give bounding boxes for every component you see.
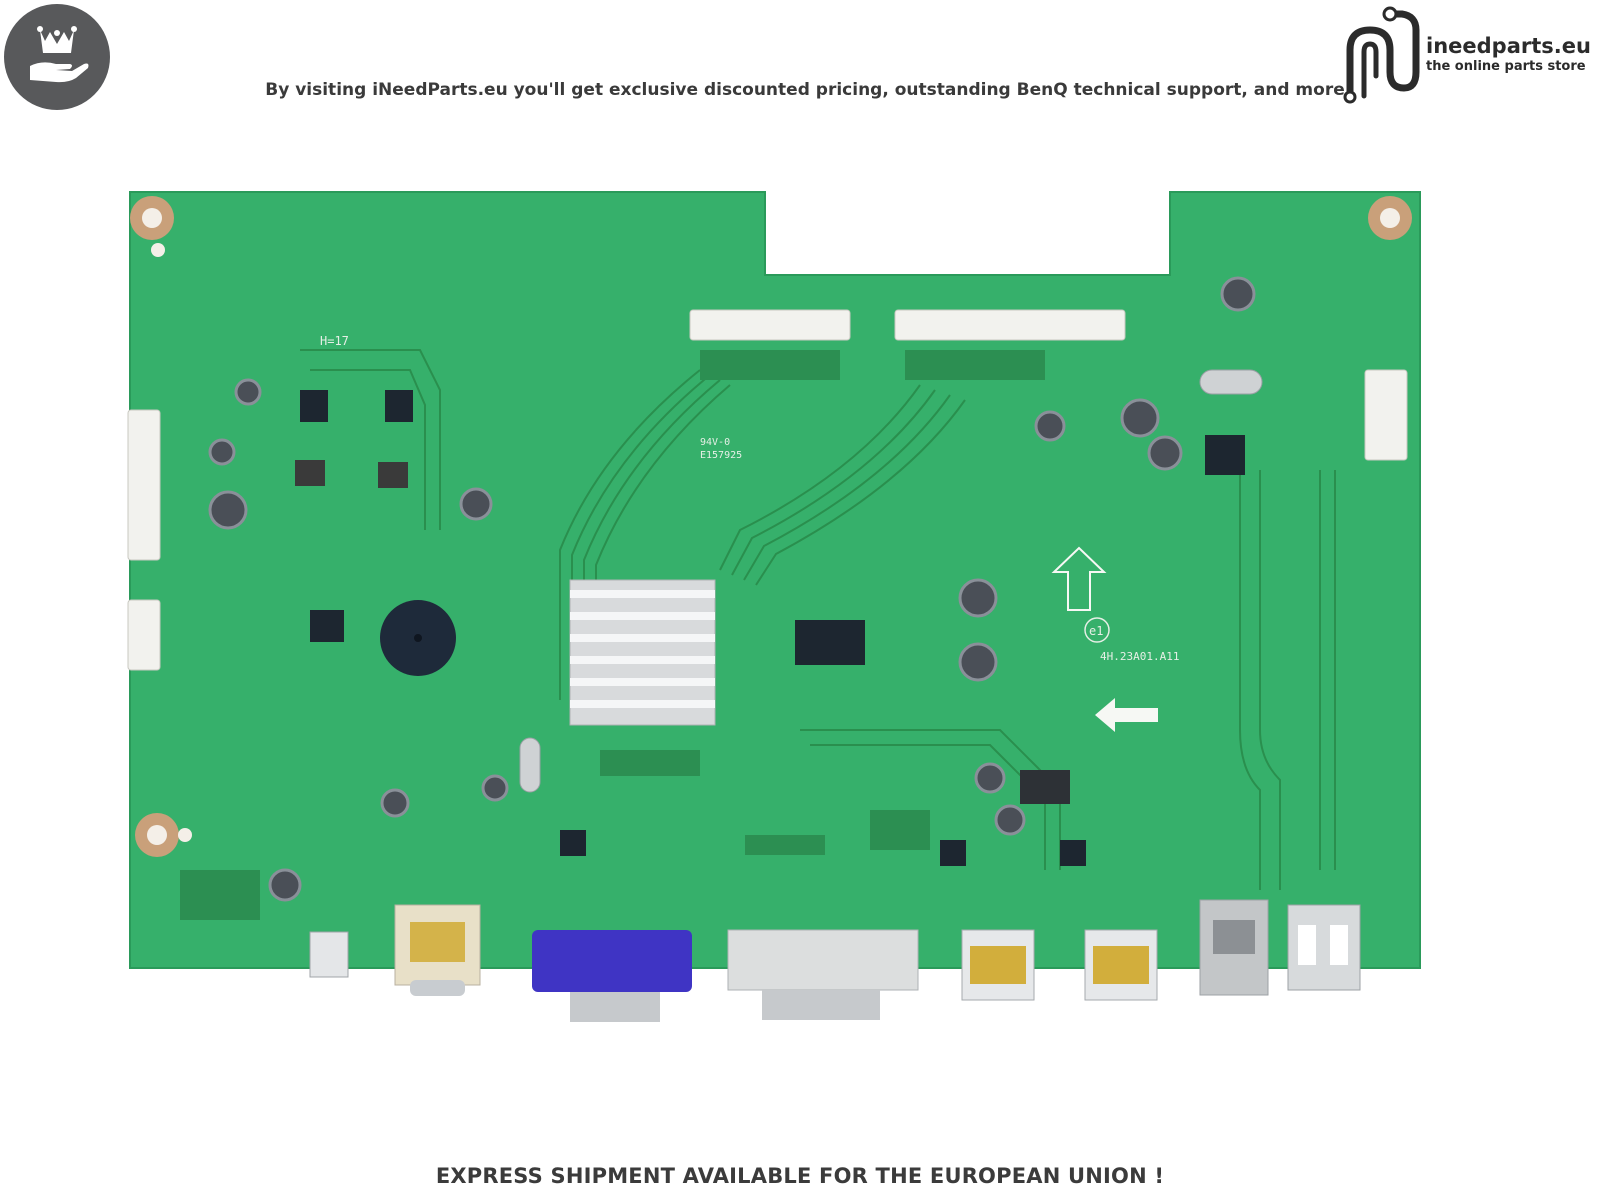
- ic-chip: [310, 610, 344, 642]
- inductor: [295, 460, 325, 486]
- mounting-holes: [130, 196, 1412, 857]
- heatsink: [569, 579, 716, 726]
- connector-left-1: [127, 409, 161, 561]
- crown-hand-badge: [4, 4, 110, 110]
- shipping-notice: EXPRESS SHIPMENT AVAILABLE FOR THE EUROP…: [435, 1164, 1165, 1188]
- ic-chip: [940, 840, 966, 866]
- ic-chip: [300, 390, 328, 422]
- circuit-n-logo-icon: [1343, 6, 1420, 104]
- connector-top-1: [689, 309, 851, 341]
- inductor: [378, 462, 408, 488]
- arrow-marking: [1051, 546, 1107, 611]
- ic-chip: [385, 390, 413, 422]
- connector-right: [1364, 369, 1408, 461]
- board-mark: E157925: [700, 450, 742, 461]
- crystal: [519, 737, 541, 793]
- ic-chip: [1060, 840, 1086, 866]
- ic-chip: [1020, 770, 1070, 804]
- logo-title: ineedparts.eu: [1426, 34, 1591, 58]
- connector-top-2: [894, 309, 1126, 341]
- io-connectors: [309, 899, 1361, 1022]
- ic-chip: [560, 830, 586, 856]
- board-mark: 4H.23A01.A11: [1100, 650, 1179, 663]
- promo-tagline: By visiting iNeedParts.eu you'll get exc…: [265, 80, 1345, 100]
- crown-hand-icon: [30, 26, 89, 83]
- trace-bundle: [300, 349, 1336, 890]
- board-mark: H=17: [320, 334, 349, 348]
- arrow-marking: [1095, 698, 1158, 732]
- connector-left-2: [127, 599, 161, 671]
- board-mark: e1: [1089, 624, 1103, 638]
- main-board-photo: H=17 94V-0 E157925 4H.23A01.A11 e1: [127, 191, 1421, 1022]
- ic-chip: [1205, 435, 1245, 475]
- crystal: [1199, 369, 1263, 395]
- store-logo: ineedparts.eu the online parts store: [1340, 2, 1596, 106]
- smd-components: [180, 350, 1045, 920]
- capacitors: [208, 276, 1256, 902]
- board-mark: 94V-0: [700, 437, 730, 448]
- logo-subtitle: the online parts store: [1426, 59, 1586, 74]
- ic-chip: [795, 620, 865, 665]
